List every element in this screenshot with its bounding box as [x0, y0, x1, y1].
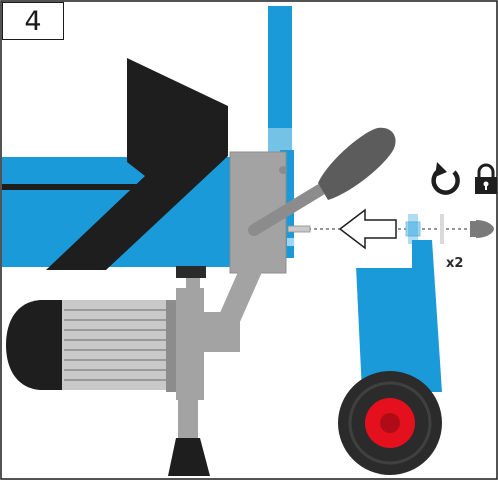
motor-cooling-fins	[64, 309, 170, 381]
bushing-mount	[408, 214, 418, 244]
cap-nut-dome	[476, 220, 494, 238]
pump-cap	[176, 266, 206, 278]
leg-notch	[356, 252, 412, 268]
bushing	[405, 221, 421, 237]
cap-nut-base	[470, 221, 476, 237]
splitting-wedge	[46, 58, 228, 270]
lever-grip	[318, 127, 396, 200]
upright-column	[268, 6, 292, 158]
rotate-clockwise-icon	[431, 162, 460, 195]
pump-housing	[200, 312, 240, 352]
pump-body	[176, 288, 204, 400]
insert-arrow-icon	[338, 208, 397, 250]
lever-rod	[248, 184, 326, 236]
motor-housing	[62, 300, 172, 390]
motor-end-cap	[6, 300, 62, 390]
support-foot	[168, 438, 210, 476]
pump-neck	[186, 276, 200, 292]
quantity-label: x2	[446, 256, 464, 271]
lock-icon	[475, 163, 497, 194]
wheel-hub-center	[380, 413, 400, 433]
beam-groove	[2, 184, 152, 190]
bolt-shank	[287, 225, 311, 233]
block-bolt	[279, 166, 287, 174]
wheel-leg	[356, 240, 442, 392]
washer	[440, 214, 444, 244]
support-leg	[178, 396, 198, 440]
spacer-bottom	[287, 238, 294, 246]
step-number: 4	[2, 2, 64, 40]
wheel-tread	[348, 381, 432, 465]
